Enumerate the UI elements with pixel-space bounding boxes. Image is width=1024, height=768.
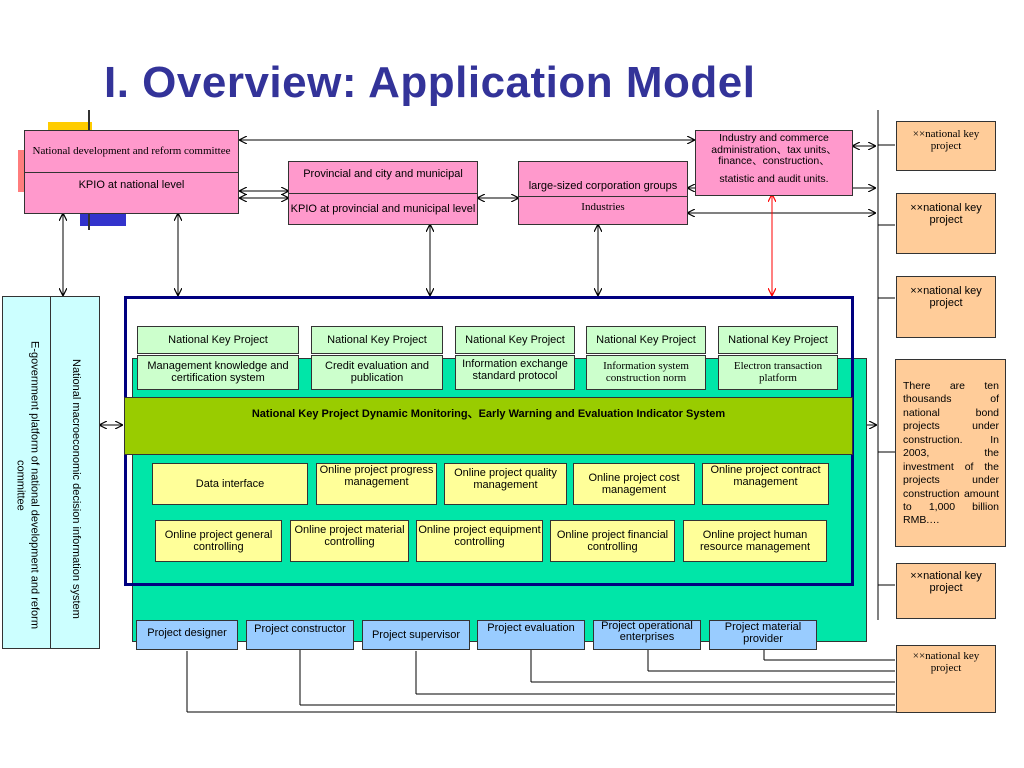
key-project-label: ××national key project <box>912 650 980 675</box>
system-body-2: Credit evaluation and publication <box>311 355 443 390</box>
industries-box: Industries <box>518 196 688 225</box>
module-label: Data interface <box>195 477 265 490</box>
egov-platform-column: E-government platform of national develo… <box>2 296 51 649</box>
key-project-box-1: ××national key project <box>896 121 996 171</box>
industries-label: Industries <box>581 201 625 213</box>
system-head-3: National Key Project <box>455 326 575 354</box>
info-note-text: There are ten thousands of national bond… <box>903 380 999 527</box>
participant-material-provider: Project material provider <box>709 620 817 650</box>
module-general-controlling: Online project general controlling <box>155 520 282 562</box>
key-project-label: ××national key project <box>910 202 982 227</box>
industry-commerce-line2: statistic and audit units. <box>719 172 829 185</box>
module-label: Online project contract management <box>710 464 821 489</box>
kpio-national-label: KPIO at national level <box>78 179 185 191</box>
module-cost-management: Online project cost management <box>573 463 695 505</box>
participant-operational-enterprises: Project operational enterprises <box>593 620 701 650</box>
system-body-label: Information exchange standard protocol <box>462 358 568 383</box>
system-head-2: National Key Project <box>311 326 443 354</box>
monitoring-system-label: National Key Project Dynamic Monitoring、… <box>251 408 726 420</box>
participant-evaluation: Project evaluation <box>477 620 585 650</box>
module-quality-management: Online project quality management <box>444 463 567 505</box>
system-body-3: Information exchange standard protocol <box>455 355 575 390</box>
system-head-label: National Key Project <box>465 333 565 346</box>
participant-label: Project evaluation <box>487 622 575 634</box>
module-equipment-controlling: Online project equipment controlling <box>416 520 543 562</box>
system-body-label: Electron transaction platform <box>733 360 823 385</box>
module-label: Online project financial controlling <box>556 528 669 553</box>
key-project-label: ××national key project <box>910 570 982 595</box>
participant-supervisor: Project supervisor <box>362 620 470 650</box>
key-project-label: ××national key project <box>910 285 982 310</box>
kpio-provincial-label: KPIO at provincial and municipal level <box>290 202 476 215</box>
module-financial-controlling: Online project financial controlling <box>550 520 675 562</box>
participant-label: Project operational enterprises <box>601 620 693 643</box>
system-head-5: National Key Project <box>718 326 838 354</box>
module-data-interface: Data interface <box>152 463 308 505</box>
key-project-box-4: ××national key project <box>896 563 996 619</box>
system-head-4: National Key Project <box>586 326 706 354</box>
participant-constructor: Project constructor <box>246 620 354 650</box>
module-label: Online project equipment controlling <box>418 524 541 549</box>
page-title: I. Overview: Application Model <box>104 58 756 107</box>
module-contract-management: Online project contract management <box>702 463 829 505</box>
system-head-label: National Key Project <box>596 333 696 346</box>
industry-commerce-box: Industry and commerce administration、tax… <box>695 130 853 196</box>
industry-commerce-line1: Industry and commerce administration、tax… <box>711 132 837 168</box>
corporation-groups-box: large-sized corporation groups <box>518 161 688 197</box>
system-body-label: Credit evaluation and publication <box>325 360 429 385</box>
module-progress-management: Online project progress management <box>316 463 437 505</box>
macro-system-column: National macroeconomic decision informat… <box>50 296 100 649</box>
key-project-box-5: ××national key project <box>896 645 996 713</box>
participant-label: Project constructor <box>254 623 346 635</box>
module-label: Online project progress management <box>319 464 434 489</box>
monitoring-system-bar: National Key Project Dynamic Monitoring、… <box>124 397 853 455</box>
system-body-5: Electron transaction platform <box>718 355 838 390</box>
participant-designer: Project designer <box>136 620 238 650</box>
key-project-box-3: ××national key project <box>896 276 996 338</box>
macro-system-label: National macroeconomic decision informat… <box>69 359 82 619</box>
system-head-label: National Key Project <box>728 333 828 346</box>
participant-label: Project material provider <box>724 621 802 646</box>
module-label: Online project general controlling <box>164 528 273 553</box>
provincial-box: Provincial and city and municipal <box>288 161 478 194</box>
key-project-box-2: ××national key project <box>896 193 996 254</box>
corporation-groups-label: large-sized corporation groups <box>528 179 678 192</box>
module-material-controlling: Online project material controlling <box>290 520 409 562</box>
egov-platform-label: E-government platform of national develo… <box>14 341 41 629</box>
participant-label: Project supervisor <box>371 628 461 641</box>
system-head-label: National Key Project <box>327 333 427 346</box>
system-body-label: Information system construction norm <box>603 360 689 385</box>
info-note-box: There are ten thousands of national bond… <box>895 359 1006 547</box>
system-body-4: Information system construction norm <box>586 355 706 390</box>
system-body-label: Management knowledge and certification s… <box>147 360 289 385</box>
national-committee-box: National development and reform committe… <box>24 130 239 173</box>
kpio-provincial-box: KPIO at provincial and municipal level <box>288 193 478 225</box>
system-head-1: National Key Project <box>137 326 299 354</box>
key-project-label: ××national key project <box>912 128 980 153</box>
module-label: Online project quality management <box>454 467 557 492</box>
national-committee-label: National development and reform committe… <box>32 145 231 158</box>
module-label: Online project material controlling <box>294 524 405 549</box>
system-body-1: Management knowledge and certification s… <box>137 355 299 390</box>
module-hr-management: Online project human resource management <box>683 520 827 562</box>
participant-label: Project designer <box>147 627 227 639</box>
system-head-label: National Key Project <box>168 333 268 346</box>
provincial-label: Provincial and city and municipal <box>303 168 463 180</box>
module-label: Online project cost management <box>588 471 680 496</box>
module-label: Online project human resource management <box>699 528 811 553</box>
kpio-national-box: KPIO at national level <box>24 172 239 214</box>
